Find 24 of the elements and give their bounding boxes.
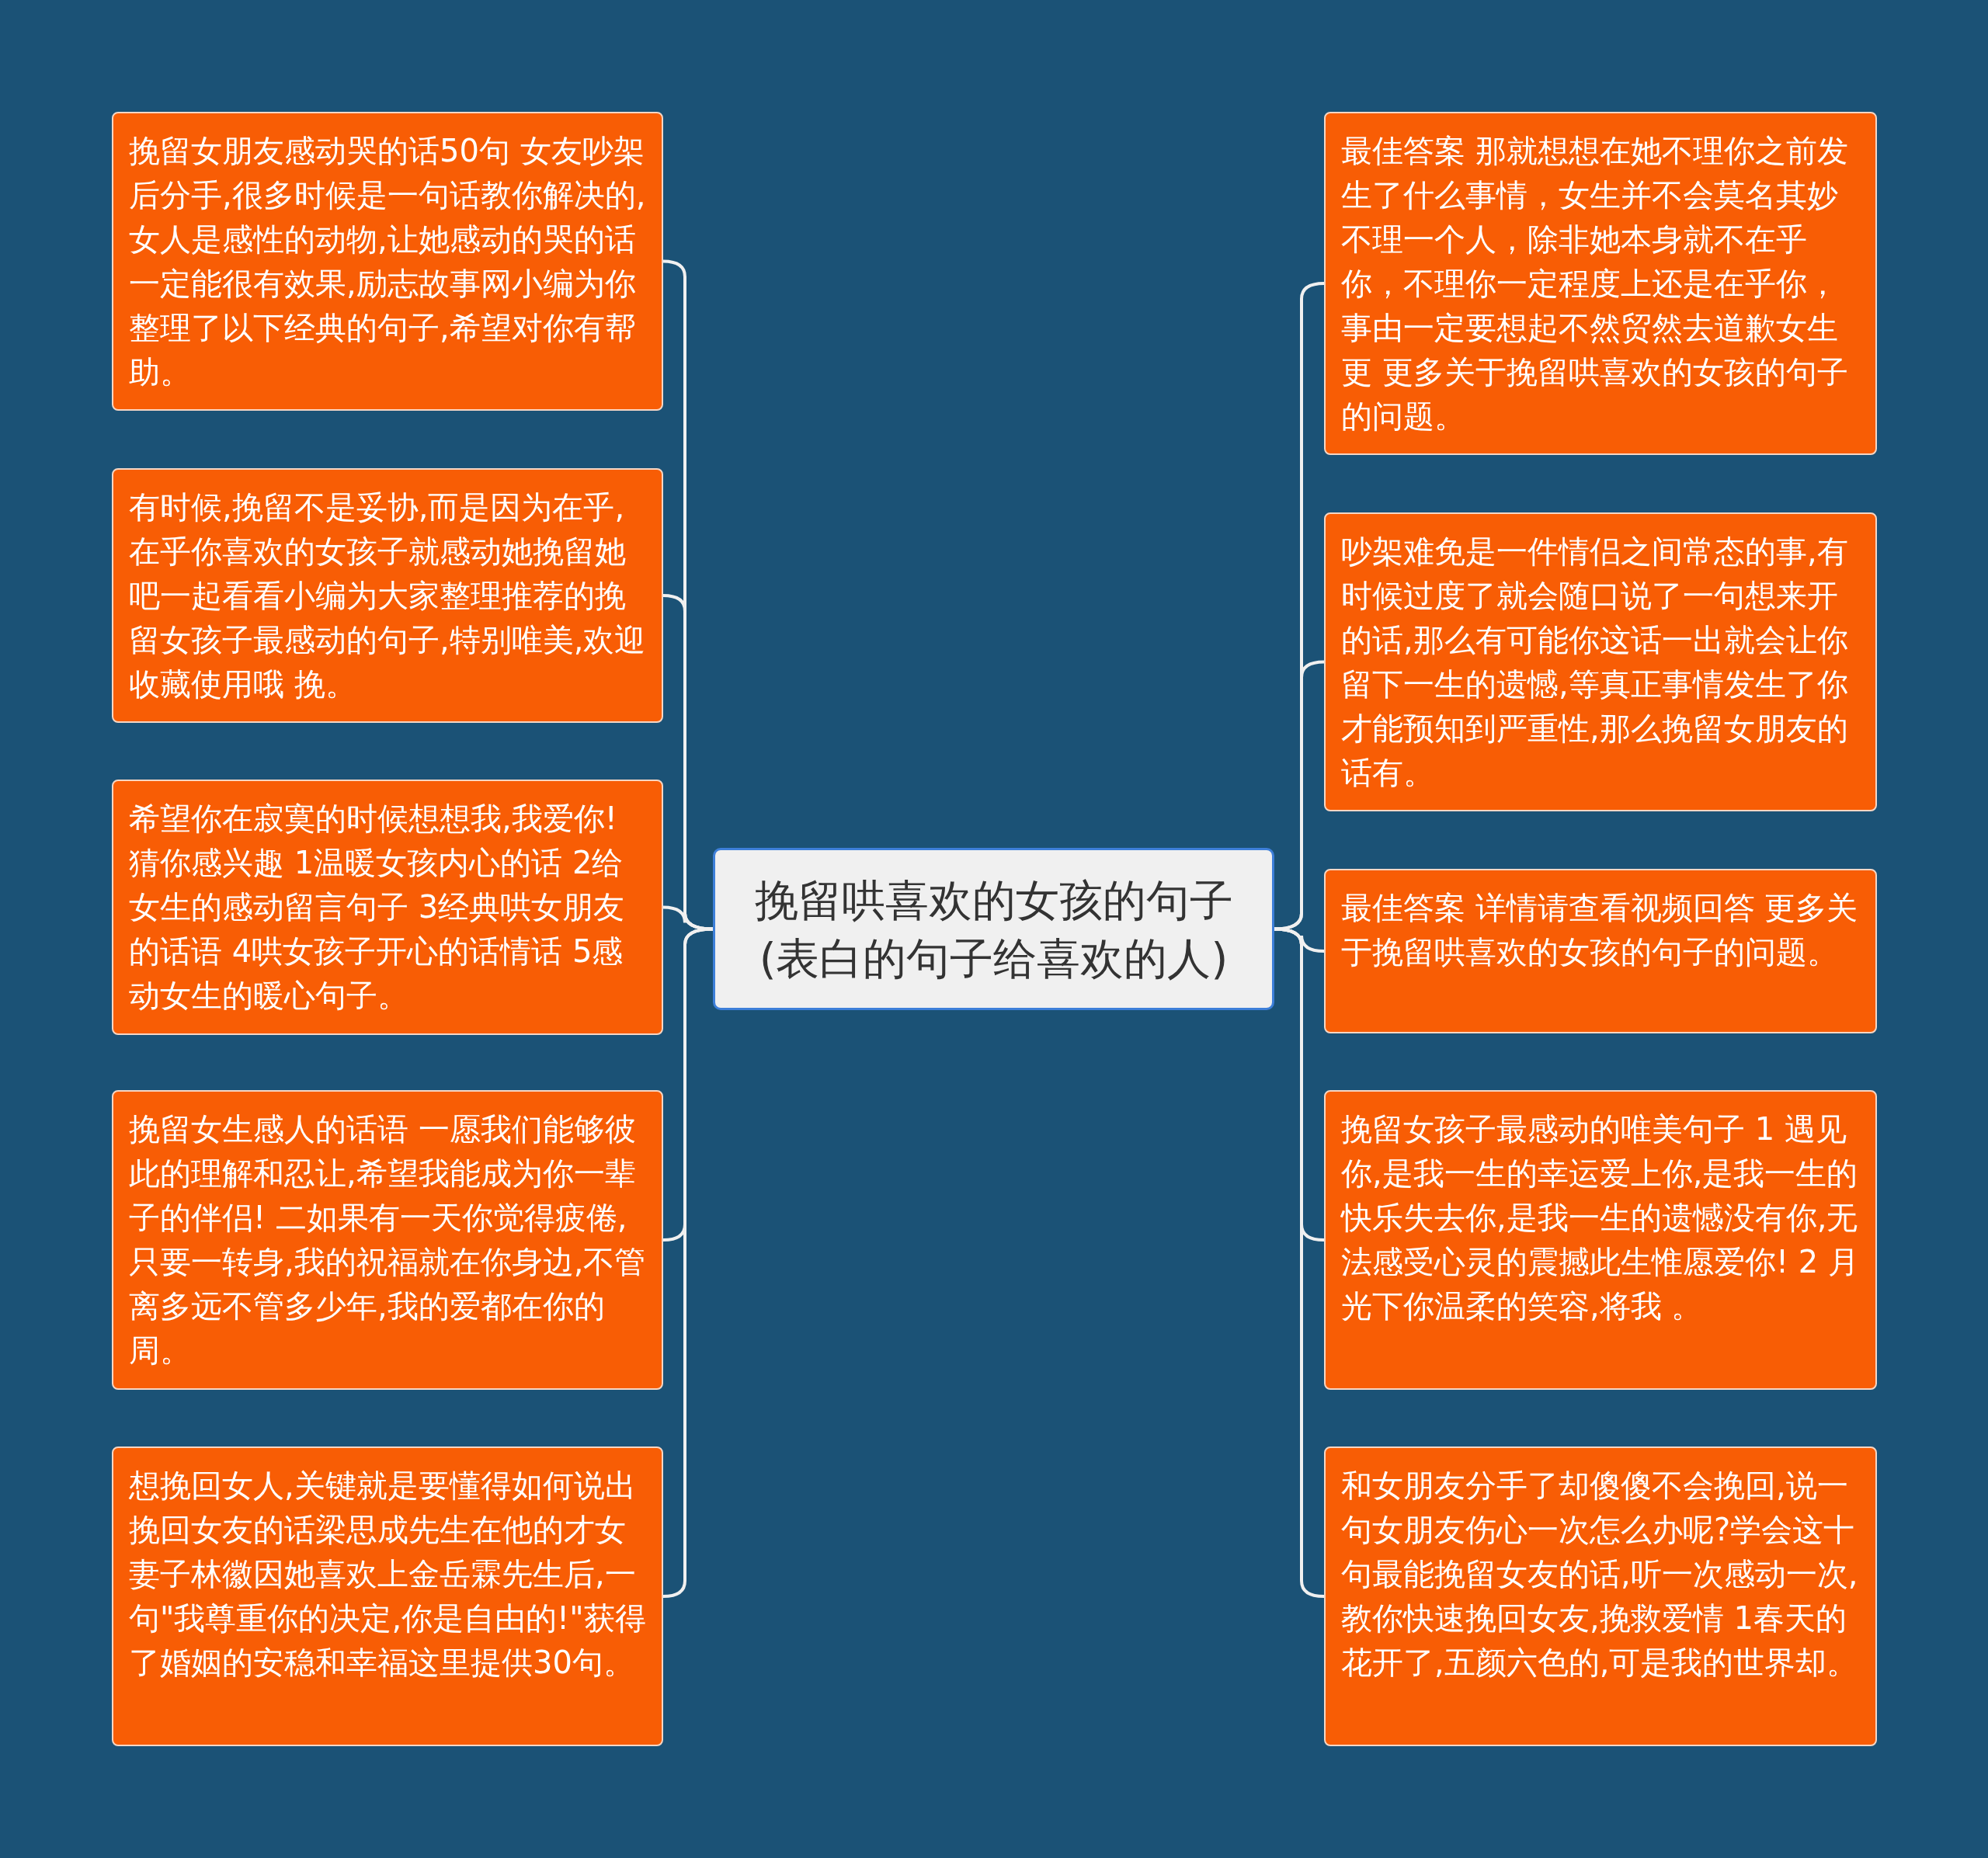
text-card: [112, 780, 663, 1035]
text-card: [1324, 512, 1877, 811]
card-text: 想挽回女人,关键就是要懂得如何说出挽回女友的话梁思成先生在他的才女妻子林徽因她喜欢上金岳霖先生后,一句"我尊重你的决定,你是自由的!"获得了婚姻的安稳和幸福这里提供30句。: [129, 1467, 647, 1682]
connector-line: [662, 905, 714, 931]
card-text: 有时候,挽留不是妥协,而是因为在乎,在乎你喜欢的女孩子就感动她挽留她吧一起看看小编为大家整理推荐的挽留女孩子最感动的句子,特别唯美,欢迎收藏使用哦 挽。: [129, 488, 647, 703]
text-card: [1324, 1446, 1877, 1746]
text-card: [1324, 112, 1877, 455]
text-card: [112, 1446, 663, 1746]
card-text: 最佳答案 详情请查看视频回答 更多关于挽留哄喜欢的女孩的句子的问题。: [1341, 889, 1859, 971]
card-text: 吵架难免是一件情侣之间常态的事,有时候过度了就会随口说了一句想来开的话,那么有可能你这话一出就会让你留下一生的遗憾,等真正事情发生了你才能预知到严重性,那么挽留女朋友的话有。: [1341, 533, 1849, 792]
card-text: 挽留哄喜欢的女孩的句子(表白的句子给喜欢的人): [753, 873, 1234, 985]
card-text: 挽留女朋友感动哭的话50句 女友吵架后分手,很多时候是一句话教你解决的,女人是感性的动物,让她感动的哭的话一定能很有效果,励志故事网小编为你整理了以下经典的句子,希望对你有帮助。: [129, 132, 647, 391]
card-text: 挽留女孩子最感动的唯美句子 1 遇见你,是我一生的幸运爱上你,是我一生的快乐失去你,是我一生的遗憾没有你,无法感受心灵的震撼此生惟愿爱你! 2 月光下你温柔的笑容,将我 。: [1341, 1110, 1860, 1325]
topic-box: [713, 848, 1274, 1010]
text-card: [112, 468, 663, 723]
text-card: [112, 1090, 663, 1390]
card-text: 希望你在寂寞的时候想想我,我爱你! 猜你感兴趣 1温暖女孩内心的话 2给女生的感动留言句子 3经典哄女朋友的话语 4哄女孩子开心的话情话 5感动女生的暖心句子。: [129, 800, 626, 1015]
text-card: [1324, 1090, 1877, 1390]
text-card: [1324, 869, 1877, 1033]
card-text: 挽留女生感人的话语 一愿我们能够彼此的理解和忍让,希望我能成为你一辈子的伴侣! 二如果有一天你觉得疲倦,只要一转身,我的祝福就在你身边,不管离多远不管多少年,我的爱都在你的周。: [129, 1110, 647, 1370]
card-text: 最佳答案 那就想想在她不理你之前发生了什么事情，女生并不会莫名其妙不理一个人，除非她本身就不在乎你，不理你一定程度上还是在乎你，事由一定要想起不然贸然去道歉女生更 更多关于挽留哄喜欢的女孩的句子的问题。: [1341, 132, 1849, 436]
card-text: 和女朋友分手了却傻傻不会挽回,说一句女朋友伤心一次怎么办呢?学会这十句最能挽留女友的话,听一次感动一次,教你快速挽回女友,挽救爱情 1春天的花开了,五颜六色的,可是我的世界却。: [1341, 1467, 1859, 1682]
text-card: [112, 112, 663, 411]
connector-line: [1274, 660, 1325, 931]
